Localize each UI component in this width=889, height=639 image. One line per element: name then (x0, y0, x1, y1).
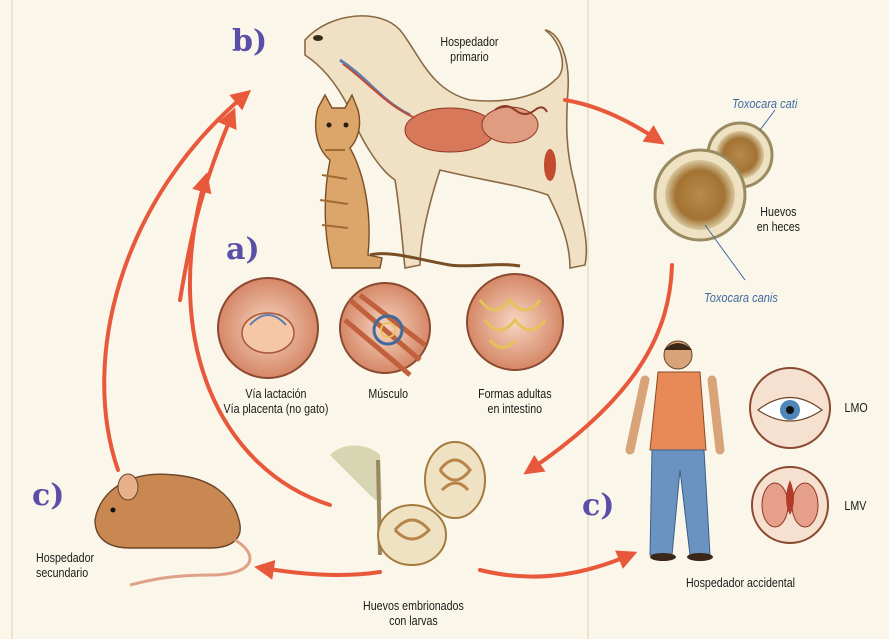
arrow-embryonated-to-mouse (262, 568, 380, 575)
lung-circle (752, 467, 828, 543)
arrow-dog-to-eggs (565, 100, 658, 140)
mouse-illustration (95, 474, 250, 585)
muscle-circle (340, 283, 430, 375)
intestine-circle (467, 274, 563, 370)
man-illustration (630, 341, 720, 561)
lmo-label: LMO (845, 400, 868, 415)
section-label-b: b) (232, 24, 267, 59)
lactation-circle (218, 278, 318, 378)
section-label-c-right: c) (582, 488, 614, 523)
arrow-embryonated-to-man (480, 555, 630, 577)
eye-circle (750, 368, 830, 448)
section-label-a: a) (226, 232, 260, 267)
muscle-label: Músculo (368, 386, 408, 401)
lmv-label: LMV (844, 498, 866, 513)
accidental-host-label: Hospedador accidental (686, 575, 795, 590)
eggs-illustration (655, 110, 775, 280)
toxocara-cati-label: Toxocara cati (732, 96, 797, 111)
embryonated-eggs-illustration (330, 442, 485, 565)
arrow-inner-up (180, 115, 232, 300)
toxocara-canis-label: Toxocara canis (704, 290, 778, 305)
section-label-c-left: c) (32, 478, 64, 513)
